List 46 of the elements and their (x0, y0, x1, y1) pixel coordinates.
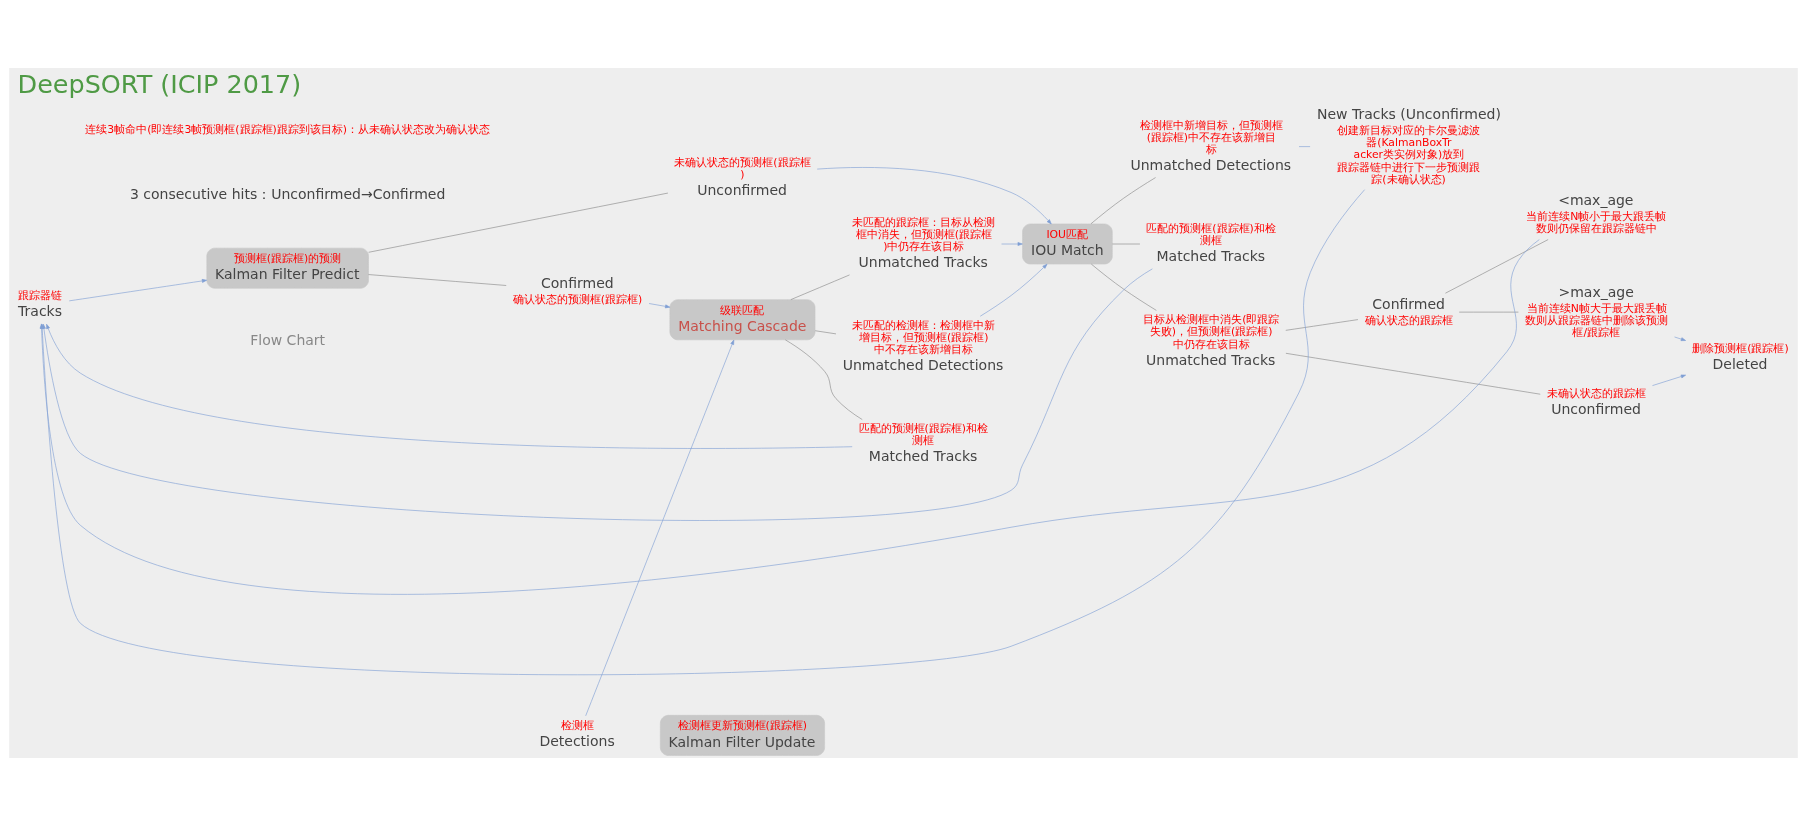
node-text: <max_age 当前连续N帧小于最大跟丢帧数则仍保留在跟踪器链中 (1526, 191, 1667, 235)
node-box: IOU匹配 IOU Match (1022, 223, 1113, 264)
node-text: 跟踪器链 Tracks (18, 288, 63, 319)
node-text: 匹配的预测框(跟踪框)和检测框 Matched Tracks (858, 421, 989, 464)
arrow (816, 166, 1052, 224)
arrow (979, 263, 1048, 317)
connector (1445, 238, 1549, 294)
arrow (1674, 336, 1686, 341)
label: Flow Chart (250, 331, 326, 348)
arrow (648, 302, 671, 308)
diagram-title: DeepSORT (ICIP 2017) (17, 68, 302, 99)
arrow (1001, 241, 1023, 246)
node-text: >max_age 当前连续N帧大于最大跟丢帧数则从跟踪器链中删除该预测框/跟踪框 (1525, 283, 1669, 339)
connector (1285, 352, 1541, 395)
node-text: 检测框中新增目标，但预测框(跟踪框)中不存在该新增目标 Unmatched Detections (1130, 118, 1292, 173)
arrow (46, 323, 853, 449)
node-text: Confirmed 确认状态的预测框(跟踪框) (512, 274, 643, 306)
connector (790, 274, 850, 300)
node-box: 级联匹配 Matching Cascade (669, 298, 816, 340)
node-text: 未确认状态的预测框(跟踪框) Unconfirmed (674, 155, 811, 198)
node-text: Confirmed 确认状态的跟踪框 (1364, 295, 1453, 327)
node-text: 目标从检测框中消失(即跟踪失败)，但预测框(跟踪框)中仍存在该目标 Unmatched Tracks (1143, 312, 1280, 368)
connector (368, 273, 507, 286)
arrow (68, 278, 207, 301)
node-text: 未确认状态的跟踪框 Unconfirmed (1546, 386, 1646, 417)
node-box: 预测框(跟踪框)的预测 Kalman Filter Predict (206, 247, 369, 289)
node-text: 未匹配的检测框：检测框中新增目标，但预测框(跟踪框)中不存在该新增目标 Unmatched Detections (842, 318, 1004, 373)
connector (785, 339, 863, 420)
arrow (585, 339, 735, 716)
arrow (1652, 374, 1686, 386)
connector (1090, 176, 1156, 224)
node-text: 匹配的预测框(跟踪框)和检测框 Matched Tracks (1146, 221, 1276, 264)
connector (1298, 145, 1311, 147)
connector (368, 192, 669, 253)
connector (814, 329, 837, 334)
node-box: 检测框更新预测框(跟踪框) Kalman Filter Update (660, 714, 825, 756)
label: 连续3帧命中(即连续3帧预测框(跟踪框)跟踪到该目标)：从未确认状态改为确认状态 (85, 122, 490, 136)
connector (1285, 318, 1359, 331)
connector (1112, 243, 1141, 244)
node-text: New Tracks (Unconfirmed) 创建新目标对应的卡尔曼滤波器(KalmanBoxTracker类实例对象)放到跟踪器链中进行下一步预测跟踪(未确认状态) (1316, 105, 1501, 186)
node-text: 检测框 Detections (539, 718, 615, 749)
node-text: 删除预测框(跟踪框) Deleted (1692, 341, 1789, 372)
label: 3 consecutive hits：Unconfirmed→Confirmed (129, 185, 446, 202)
connector (1458, 311, 1519, 312)
connector (1091, 263, 1157, 311)
node-text: 未匹配的跟踪框：目标从检测框中消失，但预测框(跟踪框)中仍存在该目标 Unmatched Tracks (852, 215, 996, 270)
